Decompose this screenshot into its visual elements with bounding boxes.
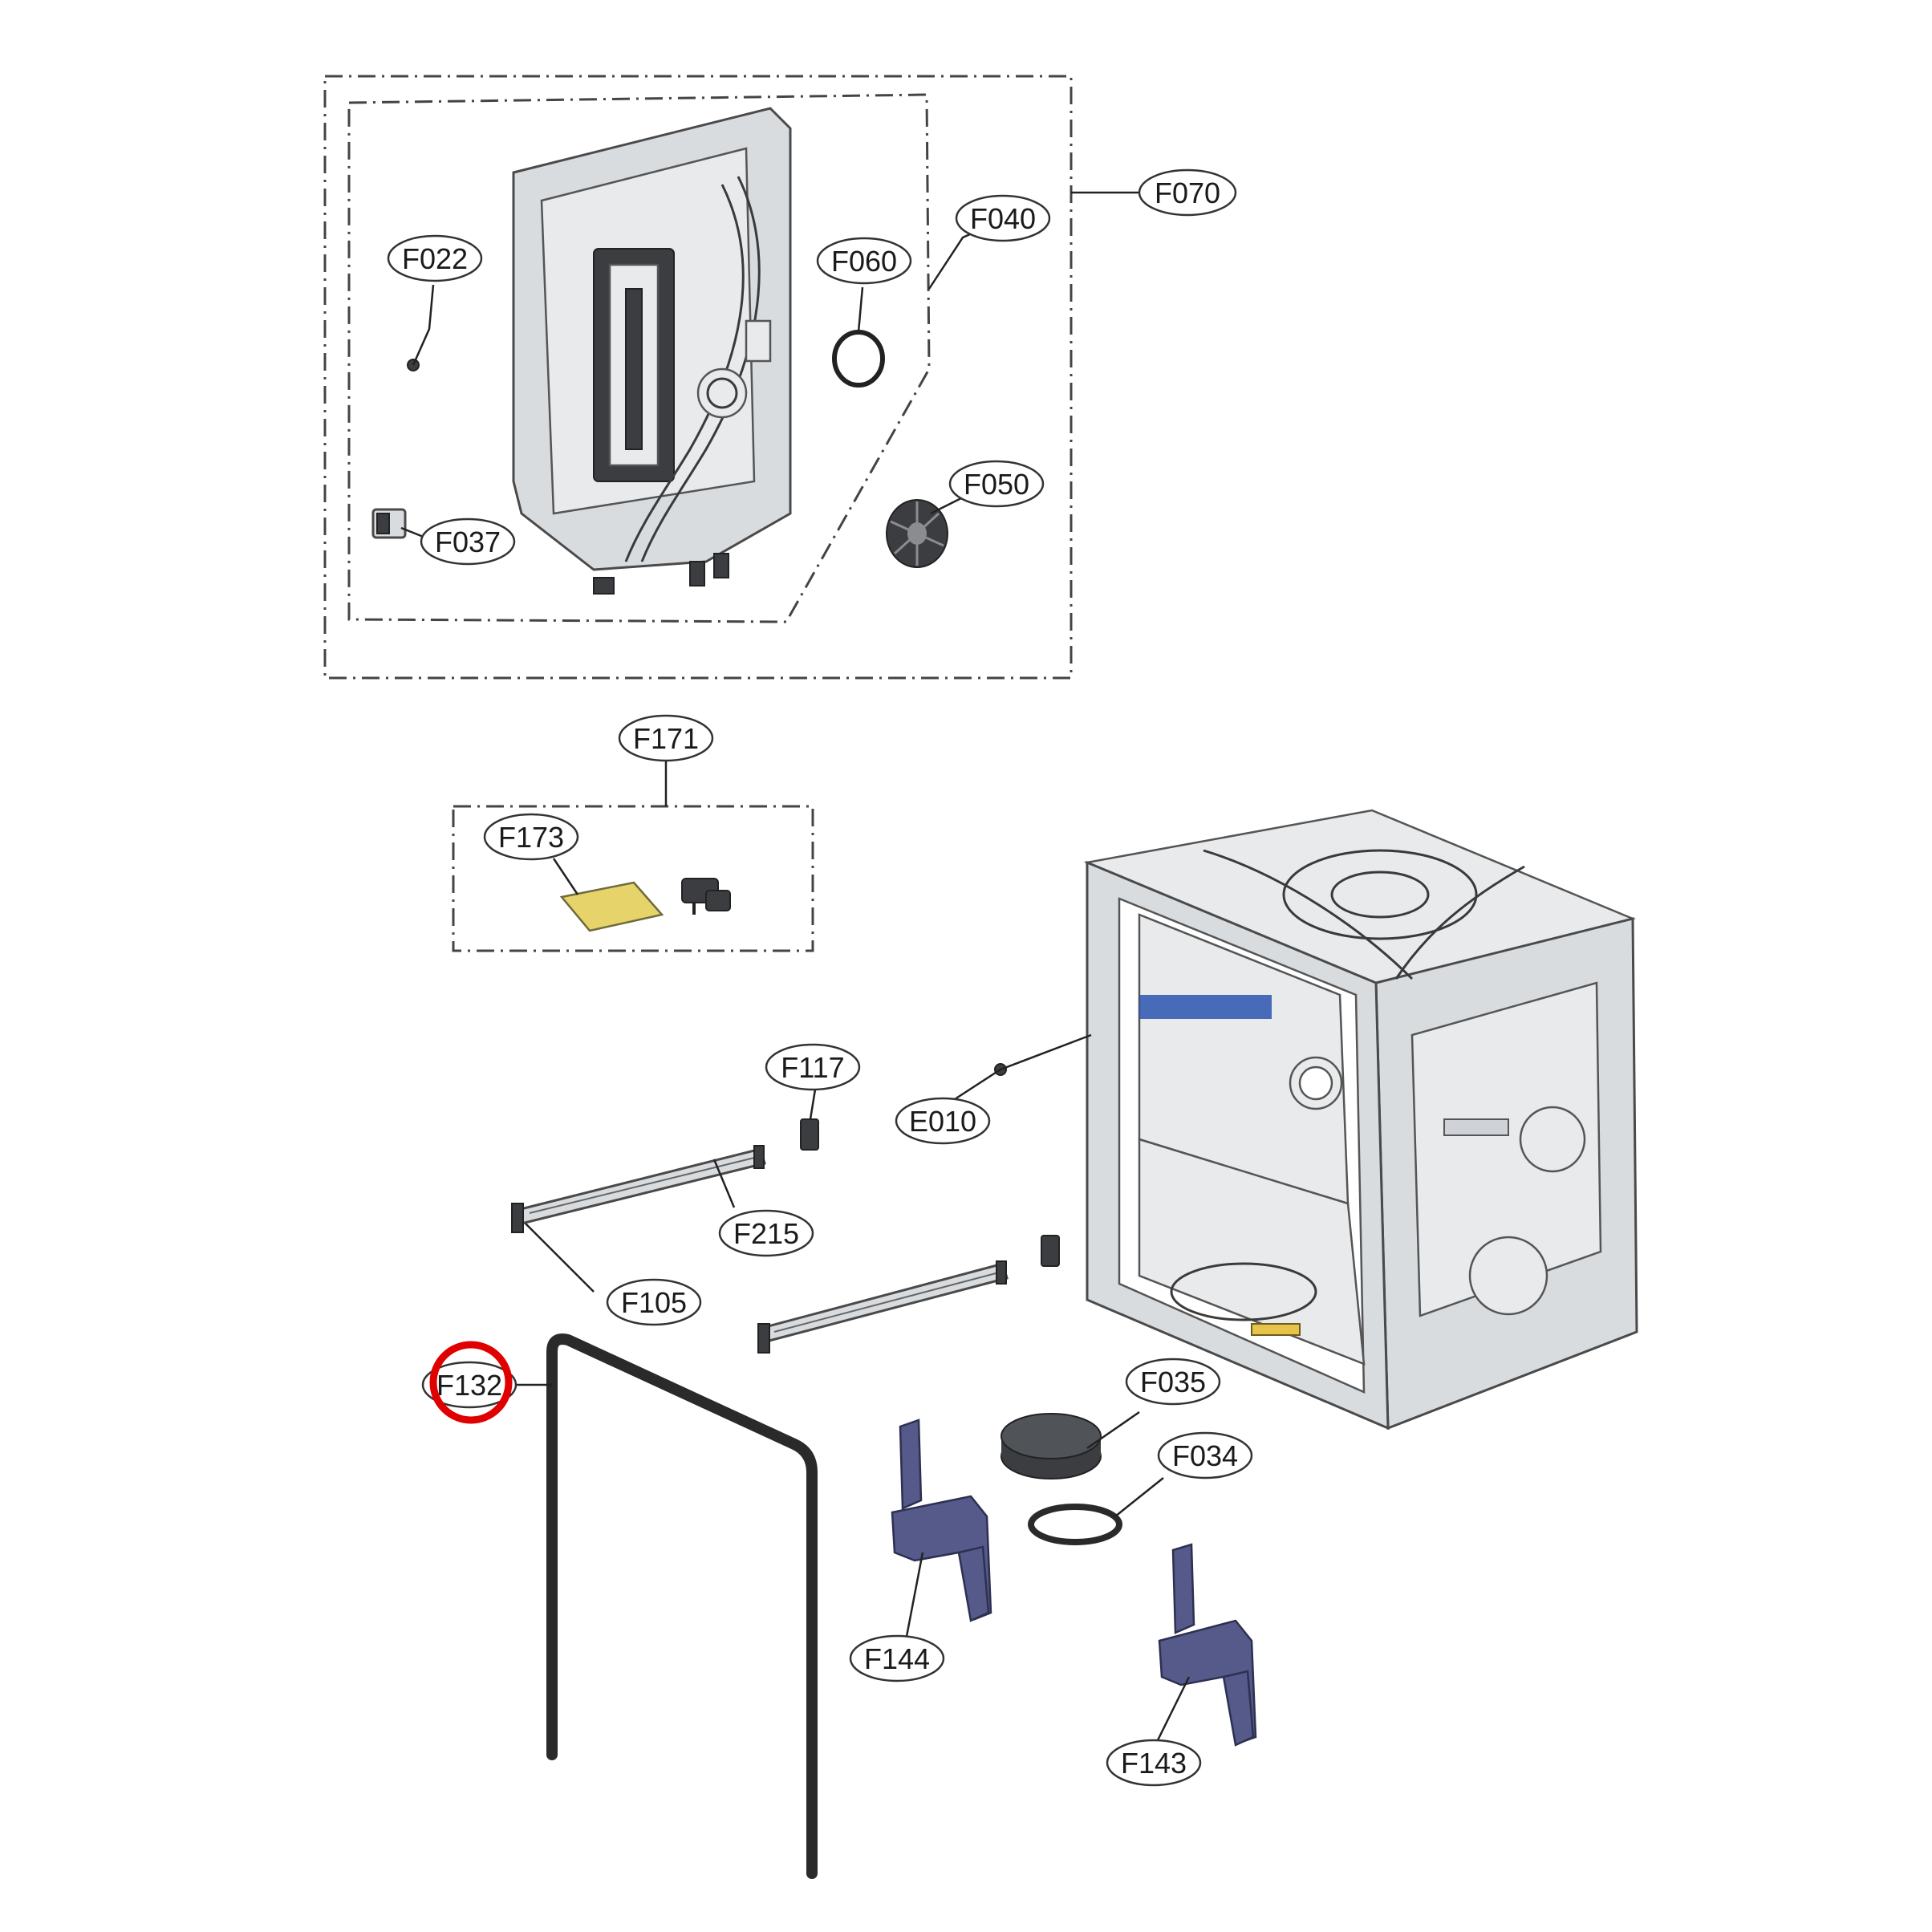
callout-label-f060: F060: [831, 245, 897, 278]
ring-part-f034: [1028, 1504, 1122, 1545]
callout-label-f132: F132: [436, 1369, 502, 1402]
callout-label-f034: F034: [1172, 1439, 1238, 1472]
callout-f037[interactable]: F037: [420, 518, 516, 566]
tub-part: [1083, 809, 1638, 1431]
leader-f022: [412, 284, 435, 366]
callout-label-f037: F037: [435, 526, 501, 558]
callout-f105[interactable]: F105: [606, 1278, 702, 1326]
callout-f070[interactable]: F070: [1138, 168, 1237, 217]
rail-part-lower: [757, 1260, 1009, 1354]
callout-label-f105: F105: [621, 1286, 687, 1319]
leader-f117: [809, 1089, 817, 1120]
hinge-part-f143: [1158, 1543, 1257, 1747]
callout-f143[interactable]: F143: [1106, 1739, 1202, 1787]
base-panel-part: [512, 107, 792, 595]
callout-f215[interactable]: F215: [718, 1209, 814, 1257]
callout-label-f035: F035: [1140, 1366, 1206, 1398]
callout-e010[interactable]: E010: [895, 1097, 991, 1145]
callout-label-f215: F215: [733, 1217, 799, 1250]
callout-f022[interactable]: F022: [387, 234, 483, 282]
assembly-box-f070: [323, 75, 1073, 680]
rail-cap-part-lower: [1041, 1235, 1060, 1267]
callout-label-f022: F022: [402, 242, 468, 275]
label-part-f173: [559, 881, 664, 932]
callout-label-f143: F143: [1121, 1747, 1187, 1780]
kit-box-f171: [452, 805, 814, 952]
leader-f037: [400, 526, 426, 539]
leader-e010: [954, 1033, 1092, 1101]
hinge-part-f144: [891, 1419, 992, 1622]
door-gasket-part-f132: [546, 1333, 818, 1879]
rail-cap-part-upper: [800, 1118, 819, 1151]
callout-label-f173: F173: [498, 821, 564, 854]
leader-f040: [927, 229, 978, 290]
clip-part: [681, 878, 731, 915]
callout-f117[interactable]: F117: [765, 1043, 861, 1091]
callout-f050[interactable]: F050: [948, 460, 1045, 508]
leader-f105: [525, 1223, 595, 1293]
callout-label-f144: F144: [864, 1642, 930, 1675]
callout-label-f040: F040: [970, 202, 1036, 235]
callout-label-f171: F171: [633, 722, 699, 755]
callout-f144[interactable]: F144: [849, 1634, 945, 1682]
assembly-box-f040: [347, 93, 931, 623]
callout-label-f117: F117: [781, 1051, 844, 1084]
callout-f034[interactable]: F034: [1157, 1431, 1253, 1479]
leader-f143: [1154, 1676, 1191, 1746]
valve-part-f037: [371, 508, 407, 539]
leader-f034: [1114, 1477, 1164, 1517]
leader-f215: [712, 1159, 736, 1208]
leader-f035: [1086, 1410, 1140, 1450]
callout-f171[interactable]: F171: [618, 714, 714, 762]
impeller-part-f050: [886, 499, 948, 568]
leader-f050: [930, 496, 964, 515]
callout-f132[interactable]: F132: [421, 1361, 518, 1409]
callout-label-f050: F050: [964, 468, 1029, 501]
leader-f144: [903, 1552, 924, 1646]
filter-cap-part-f035: [1000, 1413, 1102, 1479]
callout-label-e010: E010: [909, 1105, 976, 1138]
callout-label-f070: F070: [1155, 177, 1220, 209]
highlight-circle: [429, 1341, 513, 1424]
callout-f040[interactable]: F040: [955, 194, 1051, 242]
callout-f060[interactable]: F060: [816, 237, 912, 285]
leader-f173: [552, 858, 579, 895]
callout-f173[interactable]: F173: [483, 813, 579, 861]
callout-f035[interactable]: F035: [1125, 1358, 1221, 1406]
o-ring-part-f060: [832, 330, 885, 388]
leader-f060: [857, 286, 864, 333]
